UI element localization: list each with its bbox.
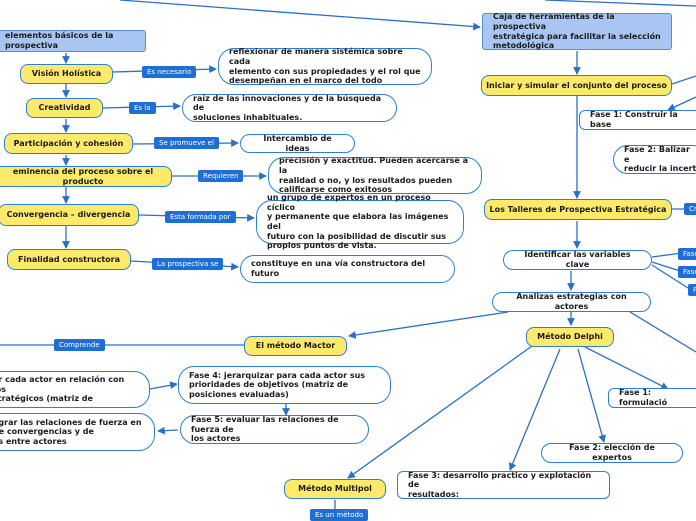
- node-label: eminencia del proceso sobre el producto: [12, 166, 154, 186]
- node-fase3-desarrollo[interactable]: Fase 3: desarrollo practico y explotació…: [397, 471, 610, 499]
- node-label: Analizas estrategias con actores: [516, 292, 627, 311]
- tag-es-un-metodo: Es un método: [310, 509, 369, 521]
- node-label: Iniciar y simular el conjunto del proces…: [486, 80, 667, 90]
- node-fase2-expertos[interactable]: Fase 2: elección de expertos: [541, 443, 683, 463]
- node-fase4-jerarquizar[interactable]: Fase 4: jerarquizar para cada actor sus …: [178, 366, 391, 404]
- node-intercambio[interactable]: Intercambio de ideas: [240, 134, 355, 153]
- node-reflexionar[interactable]: reflexionar de manera sistémica sobre ca…: [218, 47, 432, 86]
- node-label: Fase 4: jerarquizar para cada actor sus …: [189, 370, 366, 399]
- node-label: elementos básicos de la prospectiva: [5, 31, 114, 50]
- tag-comprende: Comprende: [54, 339, 105, 351]
- tag-la-prospectiva: La prospectiva se: [152, 258, 224, 270]
- node-label: constituye en una vía constructora del f…: [251, 259, 426, 278]
- node-label: Método Multipol: [298, 484, 372, 494]
- node-grupo-expertos[interactable]: un grupo de expertos en un proceso cícli…: [256, 193, 464, 250]
- node-label: El método Mactor: [255, 341, 336, 351]
- node-raiz[interactable]: raíz de las innovaciones y de la búsqued…: [182, 94, 397, 122]
- tag-es-necesario: Es necesario: [142, 66, 197, 78]
- node-preeminencia[interactable]: eminencia del proceso sobre el producto: [0, 166, 172, 187]
- node-precision[interactable]: precisión y exactitud. Pueden acercarse …: [268, 156, 482, 195]
- node-participacion[interactable]: Participación y cohesión: [4, 133, 133, 154]
- node-metodo-mactor[interactable]: El método Mactor: [244, 336, 347, 356]
- node-label: Caja de herramientas de la prospectiva e…: [493, 12, 661, 51]
- node-label: Intercambio de ideas: [263, 133, 332, 153]
- node-label: precisión y exactitud. Pueden acercarse …: [279, 156, 469, 195]
- node-iniciar-simular[interactable]: Iniciar y simular el conjunto del proces…: [481, 75, 672, 96]
- node-caja-herramientas[interactable]: Caja de herramientas de la prospectiva e…: [482, 12, 672, 51]
- node-fase5-evaluar[interactable]: Fase 5: evaluar las relaciones de fuerza…: [180, 415, 369, 444]
- node-label: ar cada actor en relación con los straté…: [0, 375, 125, 404]
- node-finalidad[interactable]: Finalidad constructora: [7, 249, 131, 270]
- node-elementos-basicos[interactable]: elementos básicos de la prospectiva: [0, 30, 146, 52]
- tag-es-la: Es la: [129, 102, 156, 114]
- node-convergencia[interactable]: Convergencia – divergencia: [0, 204, 139, 226]
- node-label: Identificar las variables clave: [524, 250, 631, 269]
- node-label: Finalidad constructora: [18, 254, 120, 264]
- node-vision-holistica[interactable]: Visión Holística: [20, 64, 113, 84]
- node-fase2-balizar[interactable]: Fase 2: Balizar e reducir la incert: [613, 145, 696, 174]
- tag-fase-b: Fase: [678, 266, 696, 278]
- node-label: Los Talleres de Prospectiva Estratégica: [489, 204, 667, 214]
- node-label: reflexionar de manera sistémica sobre ca…: [229, 47, 421, 86]
- node-label: raíz de las innovaciones y de la búsqued…: [193, 93, 382, 122]
- node-label: Fase 5: evaluar las relaciones de fuerza…: [191, 415, 339, 444]
- node-label: Fase 1: formulació: [619, 388, 668, 407]
- node-label: un grupo de expertos en un proceso cícli…: [267, 193, 449, 251]
- node-identificar-variables[interactable]: Identificar las variables clave: [503, 250, 652, 270]
- node-fase1-base[interactable]: Fase 1: Construir la base: [579, 110, 696, 130]
- node-metodo-delphi[interactable]: Método Delphi: [526, 327, 614, 347]
- node-identificar-actor[interactable]: ar cada actor en relación con los straté…: [0, 371, 150, 408]
- node-label: Fase 2: Balizar e reducir la incert: [624, 145, 696, 174]
- tag-fase-a: Fase: [678, 248, 696, 260]
- node-label: Creatividad: [38, 103, 91, 113]
- node-metodo-multipol[interactable]: Método Multipol: [284, 479, 386, 499]
- node-creatividad[interactable]: Creatividad: [26, 98, 103, 118]
- tag-esta-formada: Esta formada por: [165, 211, 236, 223]
- tag-se-promueve: Se promueve el: [154, 137, 219, 149]
- node-fase1-formulacion[interactable]: Fase 1: formulació: [608, 388, 696, 408]
- node-label: Fase 1: Construir la base: [590, 110, 678, 129]
- node-talleres[interactable]: Los Talleres de Prospectiva Estratégica: [484, 199, 672, 220]
- node-label: Participación y cohesión: [13, 138, 124, 148]
- node-analizar-estrategias[interactable]: Analizas estrategias con actores: [492, 292, 651, 312]
- node-label: Fase 3: desarrollo practico y explotació…: [408, 470, 592, 499]
- tag-f: F: [688, 284, 696, 296]
- node-label: Visión Holística: [31, 69, 102, 79]
- tag-requieren: Requieren: [198, 170, 244, 182]
- tag-cr: Cr: [684, 203, 696, 215]
- node-label: Convergencia – divergencia: [6, 210, 131, 220]
- node-constituye[interactable]: constituye en una vía constructora del f…: [240, 255, 455, 283]
- node-label: Método Delphi: [537, 332, 603, 342]
- node-label: Fase 2: elección de expertos: [569, 443, 655, 462]
